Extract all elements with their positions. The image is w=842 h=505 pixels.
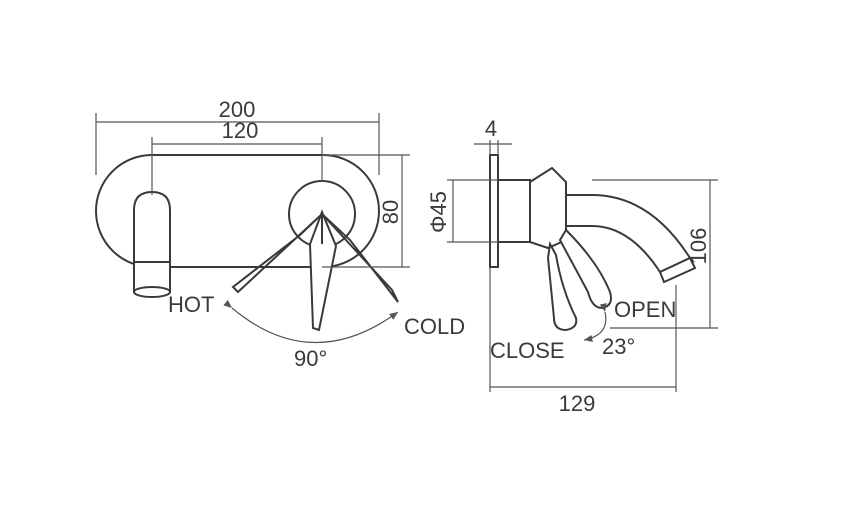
- rotation-arc: [223, 299, 399, 344]
- dimension-200: 200: [95, 97, 380, 175]
- dimension-80: 80: [322, 154, 410, 268]
- label-close: CLOSE: [490, 338, 565, 363]
- side-lever-open: [558, 228, 612, 310]
- dimension-80-text: 80: [378, 200, 403, 224]
- label-90-degrees: 90°: [294, 346, 327, 371]
- label-hot: HOT: [168, 292, 214, 317]
- side-escutcheon-body: [497, 179, 531, 243]
- front-spout: [133, 190, 171, 298]
- label-cold: COLD: [404, 314, 465, 339]
- dimension-phi45: Φ45: [426, 179, 498, 243]
- front-view: 200 120 80 HOT COLD 90°: [95, 97, 465, 371]
- dimension-129: 129: [489, 267, 677, 416]
- dimension-4-text: 4: [485, 116, 497, 141]
- dimension-4: 4: [474, 116, 512, 155]
- lever-angle-arc: [583, 303, 607, 342]
- side-handle-body: [529, 166, 567, 250]
- dimension-106: 106: [592, 179, 718, 329]
- front-lever-hot-position: [231, 213, 323, 294]
- side-lever-close: [546, 240, 578, 332]
- dimension-120: 120: [151, 118, 323, 195]
- dimension-129-text: 129: [559, 391, 596, 416]
- side-wall-plate: [489, 154, 499, 268]
- label-23-degrees: 23°: [602, 334, 635, 359]
- front-lever-cold-position: [321, 213, 399, 303]
- dimension-200-text: 200: [219, 97, 256, 122]
- label-open: OPEN: [614, 297, 676, 322]
- dimension-phi45-text: Φ45: [426, 191, 451, 233]
- dimension-106-text: 106: [686, 228, 711, 265]
- side-view: 4 Φ45 106 129 OPEN CLOSE 23°: [426, 116, 718, 416]
- dimension-120-text: 120: [222, 118, 259, 143]
